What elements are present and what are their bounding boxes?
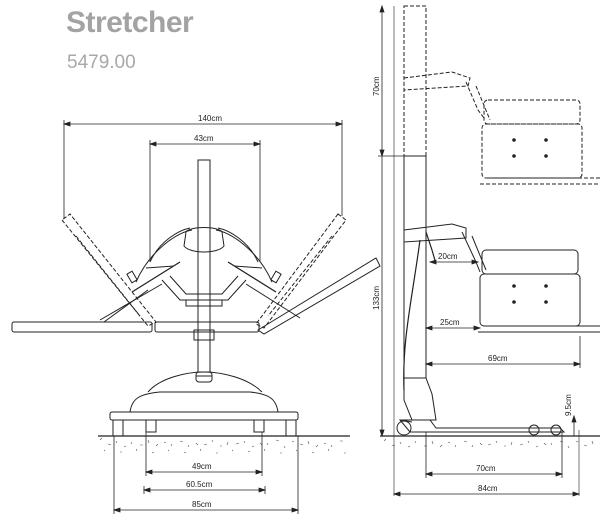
dim-top-inner: 43cm: [194, 134, 214, 143]
dim-wheel: 9.5cm: [564, 394, 573, 416]
side-floor: [380, 435, 600, 449]
side-upper-dots: [512, 138, 548, 158]
side-hose: [403, 239, 421, 391]
product-code: 5479.00: [67, 52, 136, 73]
dim-base-3: 85cm: [192, 500, 212, 509]
dim-arm-2: 25cm: [440, 318, 460, 327]
front-base: [109, 371, 299, 437]
side-lower-dots: [512, 284, 548, 304]
side-view: 70cm 133cm 20cm 25cm 69cm 9.5cm 70cm 84c…: [372, 4, 600, 497]
dim-base-1: 49cm: [192, 462, 212, 471]
front-frame: [99, 227, 301, 321]
front-stretcher: [11, 257, 381, 335]
page-title: Stretcher: [66, 6, 194, 39]
front-view: 140cm 43cm 49cm 60.5cm 85cm: [11, 114, 381, 514]
front-dimensions: [62, 120, 344, 514]
side-upper-arm: [403, 71, 600, 185]
dim-top-outer: 140cm: [198, 114, 222, 123]
side-dimensions: [378, 4, 582, 497]
front-stretcher-tilted: [61, 213, 347, 329]
dim-arm-1: 20cm: [438, 252, 458, 261]
side-base: [396, 419, 566, 436]
front-floor: [98, 435, 350, 454]
dim-base-2: 60.5cm: [186, 480, 213, 489]
side-lower-arm: [403, 223, 600, 333]
side-mast: [403, 5, 437, 421]
dim-upper-vertical: 70cm: [372, 76, 381, 96]
dim-side-base-2: 84cm: [478, 484, 498, 493]
dim-reach: 69cm: [488, 354, 508, 363]
front-mast: [193, 159, 215, 373]
dim-lower-vertical: 133cm: [372, 286, 381, 310]
dim-side-base-1: 70cm: [476, 464, 496, 473]
